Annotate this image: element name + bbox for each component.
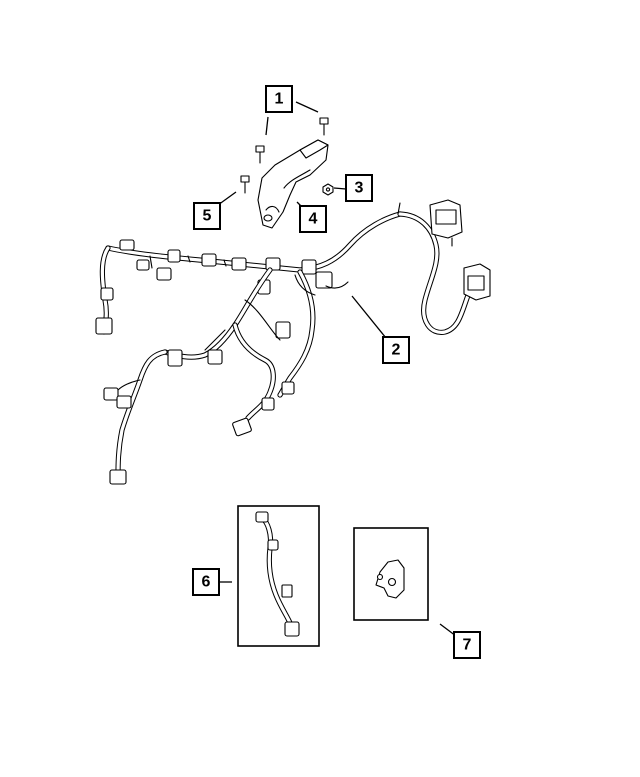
callout-3-label: 3	[355, 180, 364, 197]
bolt-upper-left	[255, 145, 265, 164]
mounting-bracket	[257, 139, 329, 229]
nut	[322, 183, 334, 196]
callout-7: 7	[453, 631, 481, 659]
callout-2-label: 2	[392, 342, 401, 359]
bolt-lower	[240, 175, 250, 194]
engine-wiring-harness	[95, 199, 491, 485]
mounting-plate	[375, 559, 405, 599]
jumper-harness	[255, 511, 300, 637]
callout-3: 3	[345, 174, 373, 202]
callout-5: 5	[193, 202, 221, 230]
jumper-harness-frame	[237, 505, 320, 647]
callout-6: 6	[192, 568, 220, 596]
callout-1: 1	[265, 85, 293, 113]
callout-4-label: 4	[309, 211, 318, 228]
callout-4: 4	[299, 205, 327, 233]
callout-5-label: 5	[203, 208, 212, 225]
callout-7-label: 7	[463, 637, 472, 654]
callout-6-label: 6	[202, 574, 211, 591]
callout-1-label: 1	[275, 91, 284, 108]
callout-2: 2	[382, 336, 410, 364]
bolt-upper-right	[319, 117, 329, 136]
